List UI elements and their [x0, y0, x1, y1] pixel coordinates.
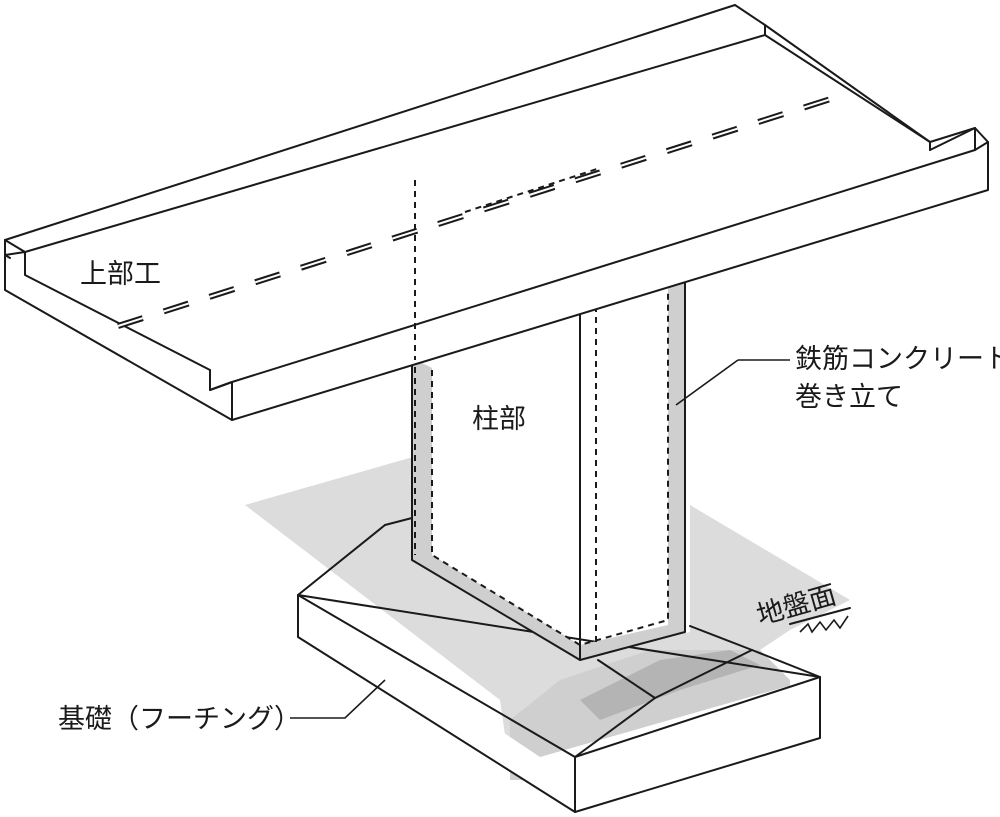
ground-surface-hatch [789, 607, 851, 634]
superstructure-deck [4, 4, 989, 421]
column-hidden-top [414, 167, 601, 360]
column-label: 柱部 [472, 404, 526, 435]
superstructure-label: 上部工 [80, 259, 161, 290]
rc-jacket-label-line2: 巻き立て [795, 382, 903, 413]
rc-jacket-leader [675, 359, 739, 406]
foundation-label: 基礎（フーチング） [58, 704, 301, 735]
foundation-footing [297, 517, 821, 813]
foundation-leader [290, 679, 386, 719]
rc-jacket-label-line1: 鉄筋コンクリート [795, 344, 1000, 375]
